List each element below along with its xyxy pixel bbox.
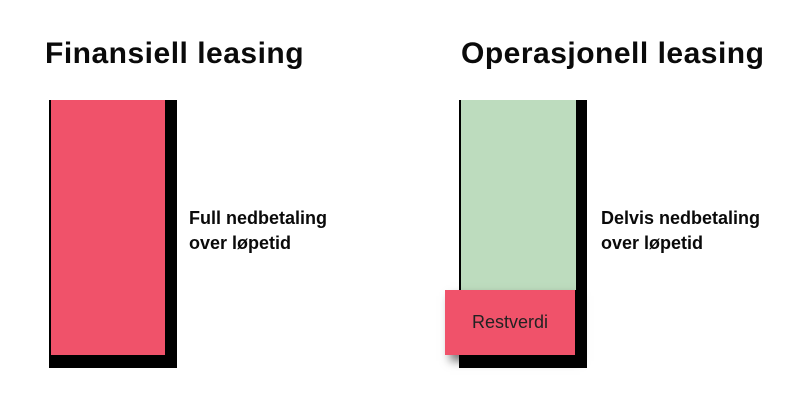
finansiell-bar-group <box>49 100 177 368</box>
operasjonell-label-line1: Delvis nedbetaling <box>601 208 761 228</box>
operasjonell-bar <box>459 100 576 290</box>
finansiell-label-line1: Full nedbetaling <box>189 208 327 228</box>
finansiell-label: Full nedbetaling over løpetid <box>189 206 327 256</box>
operasjonell-bar-group: Restverdi <box>445 100 587 368</box>
restverdi-label: Restverdi <box>471 312 549 332</box>
finansiell-label-line2: over løpetid <box>189 233 292 253</box>
restverdi-box: Restverdi <box>445 290 575 355</box>
operasjonell-label: Delvis nedbetaling over løpetid <box>601 206 760 256</box>
finansiell-bar <box>49 100 165 355</box>
finansiell-title: Finansiell leasing <box>45 37 305 70</box>
operasjonell-label-line2: over løpetid <box>601 233 704 253</box>
operasjonell-title: Operasjonell leasing <box>461 37 765 70</box>
